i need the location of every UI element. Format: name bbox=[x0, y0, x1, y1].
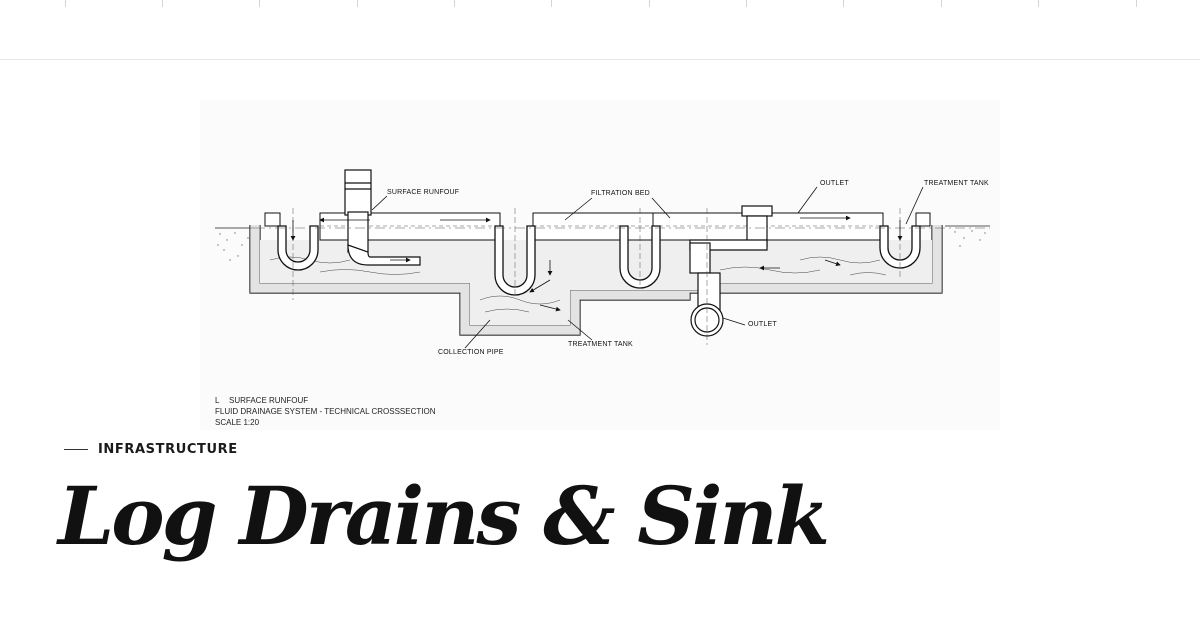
ruler-tick bbox=[259, 0, 260, 7]
caption-line-3: SCALE 1:20 bbox=[215, 418, 260, 427]
ground-stipple bbox=[217, 230, 986, 261]
ruler-tick bbox=[357, 0, 358, 7]
ruler-tick bbox=[746, 0, 747, 7]
callout-outlet-top: OUTLET bbox=[820, 180, 849, 187]
eyebrow-rule bbox=[64, 448, 88, 450]
caption-line-1: SURFACE RUNFOUF bbox=[229, 396, 309, 405]
ruler-tick bbox=[1136, 0, 1137, 7]
ruler-tick bbox=[1038, 0, 1039, 7]
drainage-cross-section-drawing: SURFACE RUNFOUF FILTRATION BED OUTLET TR… bbox=[200, 100, 1000, 430]
ruler-tick bbox=[941, 0, 942, 7]
caption-line-2: FLUID DRAINAGE SYSTEM - TECHNICAL CROSSS… bbox=[215, 407, 436, 416]
callout-outlet-pipe: OUTLET bbox=[748, 321, 777, 328]
callout-filtration-bed: FILTRATION BED bbox=[591, 190, 650, 197]
callout-treatment-tank-right: TREATMENT TANK bbox=[924, 180, 989, 187]
cross-section-diagram bbox=[215, 169, 990, 349]
center-lines bbox=[215, 208, 990, 345]
ruler-tick bbox=[454, 0, 455, 7]
callout-treatment-tank-bottom: TREATMENT TANK bbox=[568, 341, 633, 348]
ruler-tick bbox=[649, 0, 650, 7]
top-ruler bbox=[0, 0, 1200, 60]
flow-arrows bbox=[290, 215, 903, 312]
page-title: Log Drains & Sink bbox=[58, 469, 830, 563]
ruler-tick bbox=[65, 0, 66, 7]
callout-surface-runoff: SURFACE RUNFOUF bbox=[387, 189, 460, 196]
ruler-tick bbox=[162, 0, 163, 7]
category-eyebrow: INFRASTRUCTURE bbox=[64, 440, 238, 458]
callout-collection-pipe: COLLECTION PIPE bbox=[438, 349, 504, 356]
u-traps bbox=[277, 225, 921, 296]
water-fill bbox=[260, 240, 932, 325]
drawing-caption: L SURFACE RUNFOUF FLUID DRAINAGE SYSTEM -… bbox=[215, 395, 435, 428]
ruler-tick bbox=[843, 0, 844, 7]
caption-marker: L bbox=[215, 396, 220, 405]
leader-lines bbox=[371, 186, 924, 349]
ruler-tick bbox=[551, 0, 552, 7]
category-label: INFRASTRUCTURE bbox=[98, 441, 238, 457]
right-riser bbox=[689, 205, 773, 274]
